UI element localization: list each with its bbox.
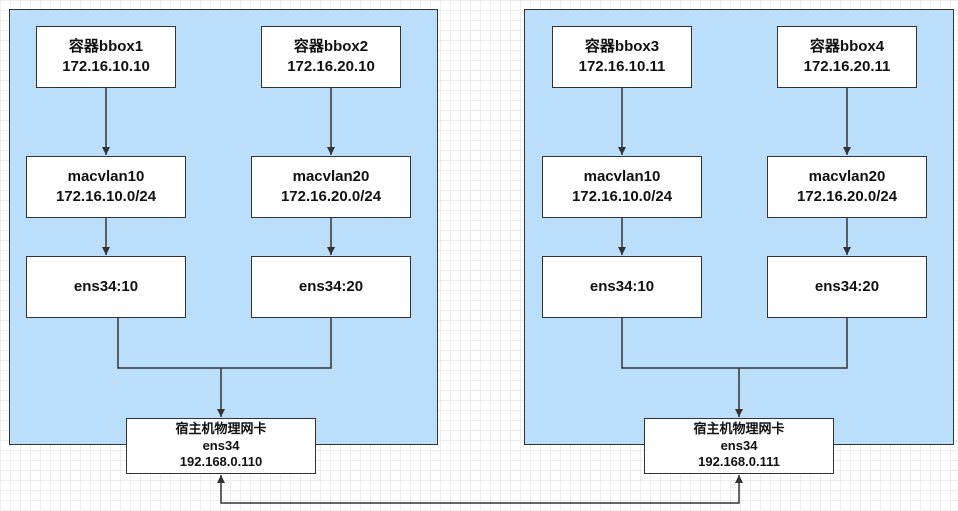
macvlan-name: macvlan20 xyxy=(292,167,370,185)
macvlan-subnet: 172.16.20.0/24 xyxy=(280,188,382,205)
container-ip: 172.16.10.10 xyxy=(62,58,150,75)
container-ip: 172.16.20.11 xyxy=(803,58,891,75)
container-label: 容器bbox2 xyxy=(293,37,369,55)
host-1-subif-ens34-20: ens34:20 xyxy=(251,256,411,318)
container-label: 容器bbox3 xyxy=(584,37,660,55)
edge-subifs-to-nic-1 xyxy=(117,318,332,417)
container-ip: 172.16.20.10 xyxy=(287,58,375,75)
nic-title: 宿主机物理网卡 xyxy=(693,420,785,436)
nic-title: 宿主机物理网卡 xyxy=(175,420,267,436)
macvlan-name: macvlan20 xyxy=(808,167,886,185)
macvlan-subnet: 172.16.20.0/24 xyxy=(796,188,898,205)
nic-iface: ens34 xyxy=(202,437,240,453)
container-label: 容器bbox4 xyxy=(809,37,885,55)
nic-ip: 192.168.0.110 xyxy=(179,454,263,470)
host-2-macvlan20: macvlan20 172.16.20.0/24 xyxy=(767,156,927,218)
host-1-physical-nic: 宿主机物理网卡 ens34 192.168.0.110 xyxy=(126,418,316,474)
macvlan-name: macvlan10 xyxy=(583,167,661,185)
container-bbox2: 容器bbox2 172.16.20.10 xyxy=(261,26,401,88)
subif-label: ens34:10 xyxy=(589,277,655,295)
host-2-subif-ens34-20: ens34:20 xyxy=(767,256,927,318)
host-1-macvlan10: macvlan10 172.16.10.0/24 xyxy=(26,156,186,218)
edge-nic1-to-nic2 xyxy=(217,475,743,504)
container-bbox1: 容器bbox1 172.16.10.10 xyxy=(36,26,176,88)
host-2-macvlan10: macvlan10 172.16.10.0/24 xyxy=(542,156,702,218)
container-label: 容器bbox1 xyxy=(68,37,144,55)
macvlan-subnet: 172.16.10.0/24 xyxy=(55,188,157,205)
host-1-subif-ens34-10: ens34:10 xyxy=(26,256,186,318)
host-2-subif-ens34-10: ens34:10 xyxy=(542,256,702,318)
subif-label: ens34:10 xyxy=(73,277,139,295)
container-bbox3: 容器bbox3 172.16.10.11 xyxy=(552,26,692,88)
edge-subifs-to-nic-2 xyxy=(621,318,848,417)
macvlan-subnet: 172.16.10.0/24 xyxy=(571,188,673,205)
host-1-macvlan20: macvlan20 172.16.20.0/24 xyxy=(251,156,411,218)
container-ip: 172.16.10.11 xyxy=(578,58,666,75)
nic-iface: ens34 xyxy=(720,437,758,453)
host-2-physical-nic: 宿主机物理网卡 ens34 192.168.0.111 xyxy=(644,418,834,474)
container-bbox4: 容器bbox4 172.16.20.11 xyxy=(777,26,917,88)
subif-label: ens34:20 xyxy=(298,277,364,295)
subif-label: ens34:20 xyxy=(814,277,880,295)
macvlan-name: macvlan10 xyxy=(67,167,145,185)
nic-ip: 192.168.0.111 xyxy=(698,454,780,470)
